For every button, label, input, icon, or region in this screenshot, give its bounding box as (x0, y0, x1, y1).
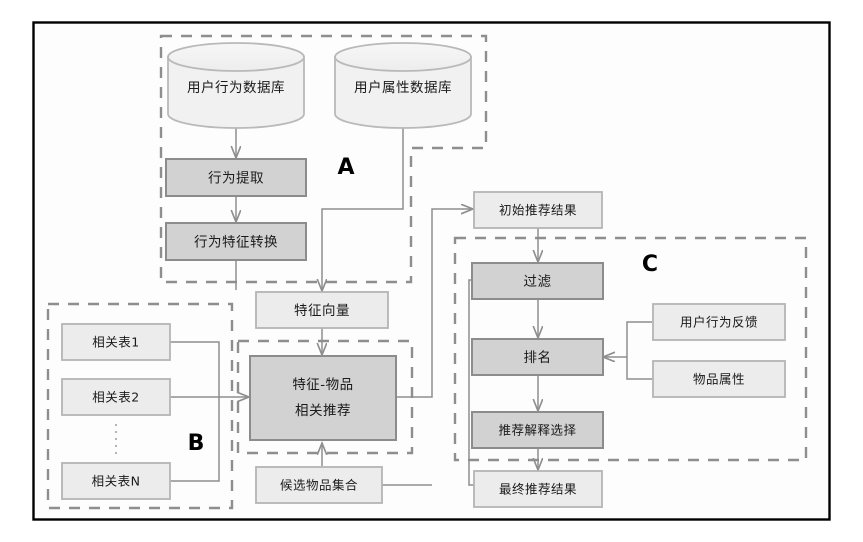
group-c-boundary (453, 236, 808, 462)
feature-item-rec-label-line1: 特征-物品 (292, 377, 353, 393)
behavior-feature-conversion-label: 行为特征转换 (194, 235, 278, 251)
node-feature-item-rec[interactable]: 特征-物品 相关推荐 (249, 355, 397, 441)
initial-rec-result-label: 初始推荐结果 (499, 203, 577, 218)
candidate-item-set-label: 候选物品集合 (280, 478, 358, 493)
related-table-1-label: 相关表1 (92, 335, 139, 350)
node-related-table-2[interactable]: 相关表2 (61, 378, 171, 416)
node-behavior-feature-conversion[interactable]: 行为特征转换 (165, 222, 307, 261)
group-a-boundary (159, 34, 488, 284)
node-candidate-item-set[interactable]: 候选物品集合 (255, 466, 383, 504)
edge-relatedtable1-bus (170, 341, 220, 397)
user-attribute-db-label: 用户属性数据库 (354, 79, 452, 96)
node-user-behavior-db[interactable]: 用户行为数据库 (167, 42, 305, 129)
node-ranking[interactable]: 排名 (471, 338, 604, 376)
related-table-n-label: 相关表N (92, 474, 141, 489)
node-feature-vector[interactable]: 特征向量 (255, 291, 389, 329)
node-filter[interactable]: 过滤 (471, 262, 604, 300)
group-b-label: B (188, 431, 205, 456)
related-table-2-label: 相关表2 (92, 390, 139, 405)
edge-attributedb-to-featurevector (322, 128, 404, 291)
ranking-label: 排名 (524, 350, 552, 366)
user-behavior-db-label: 用户行为数据库 (187, 79, 285, 96)
filter-label: 过滤 (524, 274, 552, 290)
node-related-table-n[interactable]: 相关表N (61, 462, 171, 500)
item-attribute-label: 物品属性 (693, 372, 745, 387)
group-b-boundary (46, 302, 234, 510)
rec-explanation-selection-label: 推荐解释选择 (498, 423, 576, 438)
node-rec-explanation-selection[interactable]: 推荐解释选择 (471, 411, 604, 449)
group-c-label: C (642, 252, 658, 277)
feature-item-rec-label-line2: 相关推荐 (295, 403, 351, 419)
feature-vector-label: 特征向量 (294, 303, 350, 319)
edge-rec-to-initialresult (396, 209, 473, 398)
edge-itemattr-bus (626, 357, 652, 380)
edge-feedback-bus (626, 321, 652, 357)
edge-relatedtablen-bus (170, 397, 220, 482)
node-initial-rec-result[interactable]: 初始推荐结果 (473, 191, 603, 229)
node-user-attribute-db[interactable]: 用户属性数据库 (334, 42, 472, 129)
node-final-rec-result[interactable]: 最终推荐结果 (473, 470, 603, 508)
group-a-label: A (337, 155, 354, 180)
node-related-table-1[interactable]: 相关表1 (61, 323, 171, 361)
node-user-behavior-feedback[interactable]: 用户行为反馈 (652, 303, 786, 341)
node-behavior-extraction[interactable]: 行为提取 (165, 158, 307, 197)
user-behavior-feedback-label: 用户行为反馈 (680, 315, 758, 330)
node-item-attribute[interactable]: 物品属性 (652, 360, 786, 398)
final-rec-result-label: 最终推荐结果 (499, 482, 577, 497)
behavior-extraction-label: 行为提取 (208, 171, 264, 187)
